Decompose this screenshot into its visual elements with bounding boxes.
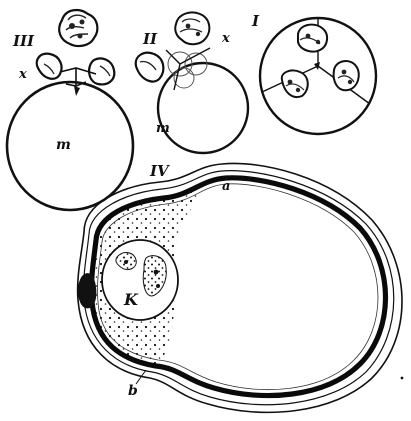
label-x-ii: x (221, 31, 230, 46)
lobe-left-ii (136, 53, 164, 82)
lobe-left-iii (37, 54, 62, 79)
cell-m-ii (158, 63, 248, 153)
panel-i: I (251, 12, 376, 134)
panel-label-i: I (251, 12, 260, 30)
panel-label-iv: IV (149, 162, 170, 180)
panel-label-ii: II (142, 30, 158, 48)
label-x-iii: x (18, 67, 27, 82)
nucleus-left-i (282, 70, 308, 97)
label-m-iii: m (56, 137, 71, 153)
pointer-iii (74, 86, 80, 96)
lobe-right-iii (89, 58, 114, 84)
label-m-ii: m (156, 121, 170, 136)
wall-knob (78, 273, 97, 308)
nucleus-cluster-ii (175, 12, 209, 44)
label-b: b (128, 383, 138, 399)
panel-iv: IV K a b (78, 162, 404, 412)
panel-label-iii: III (12, 32, 35, 50)
panel-ii: II m x (136, 12, 248, 153)
nucleus-top-i (298, 25, 327, 52)
label-a: a (222, 179, 230, 194)
nucleus-k (102, 240, 178, 320)
panel-iii: III m x (7, 10, 133, 210)
nucleus-cluster-iii (59, 10, 97, 46)
nucleus-right-i (334, 61, 359, 90)
label-k: K (123, 290, 139, 309)
